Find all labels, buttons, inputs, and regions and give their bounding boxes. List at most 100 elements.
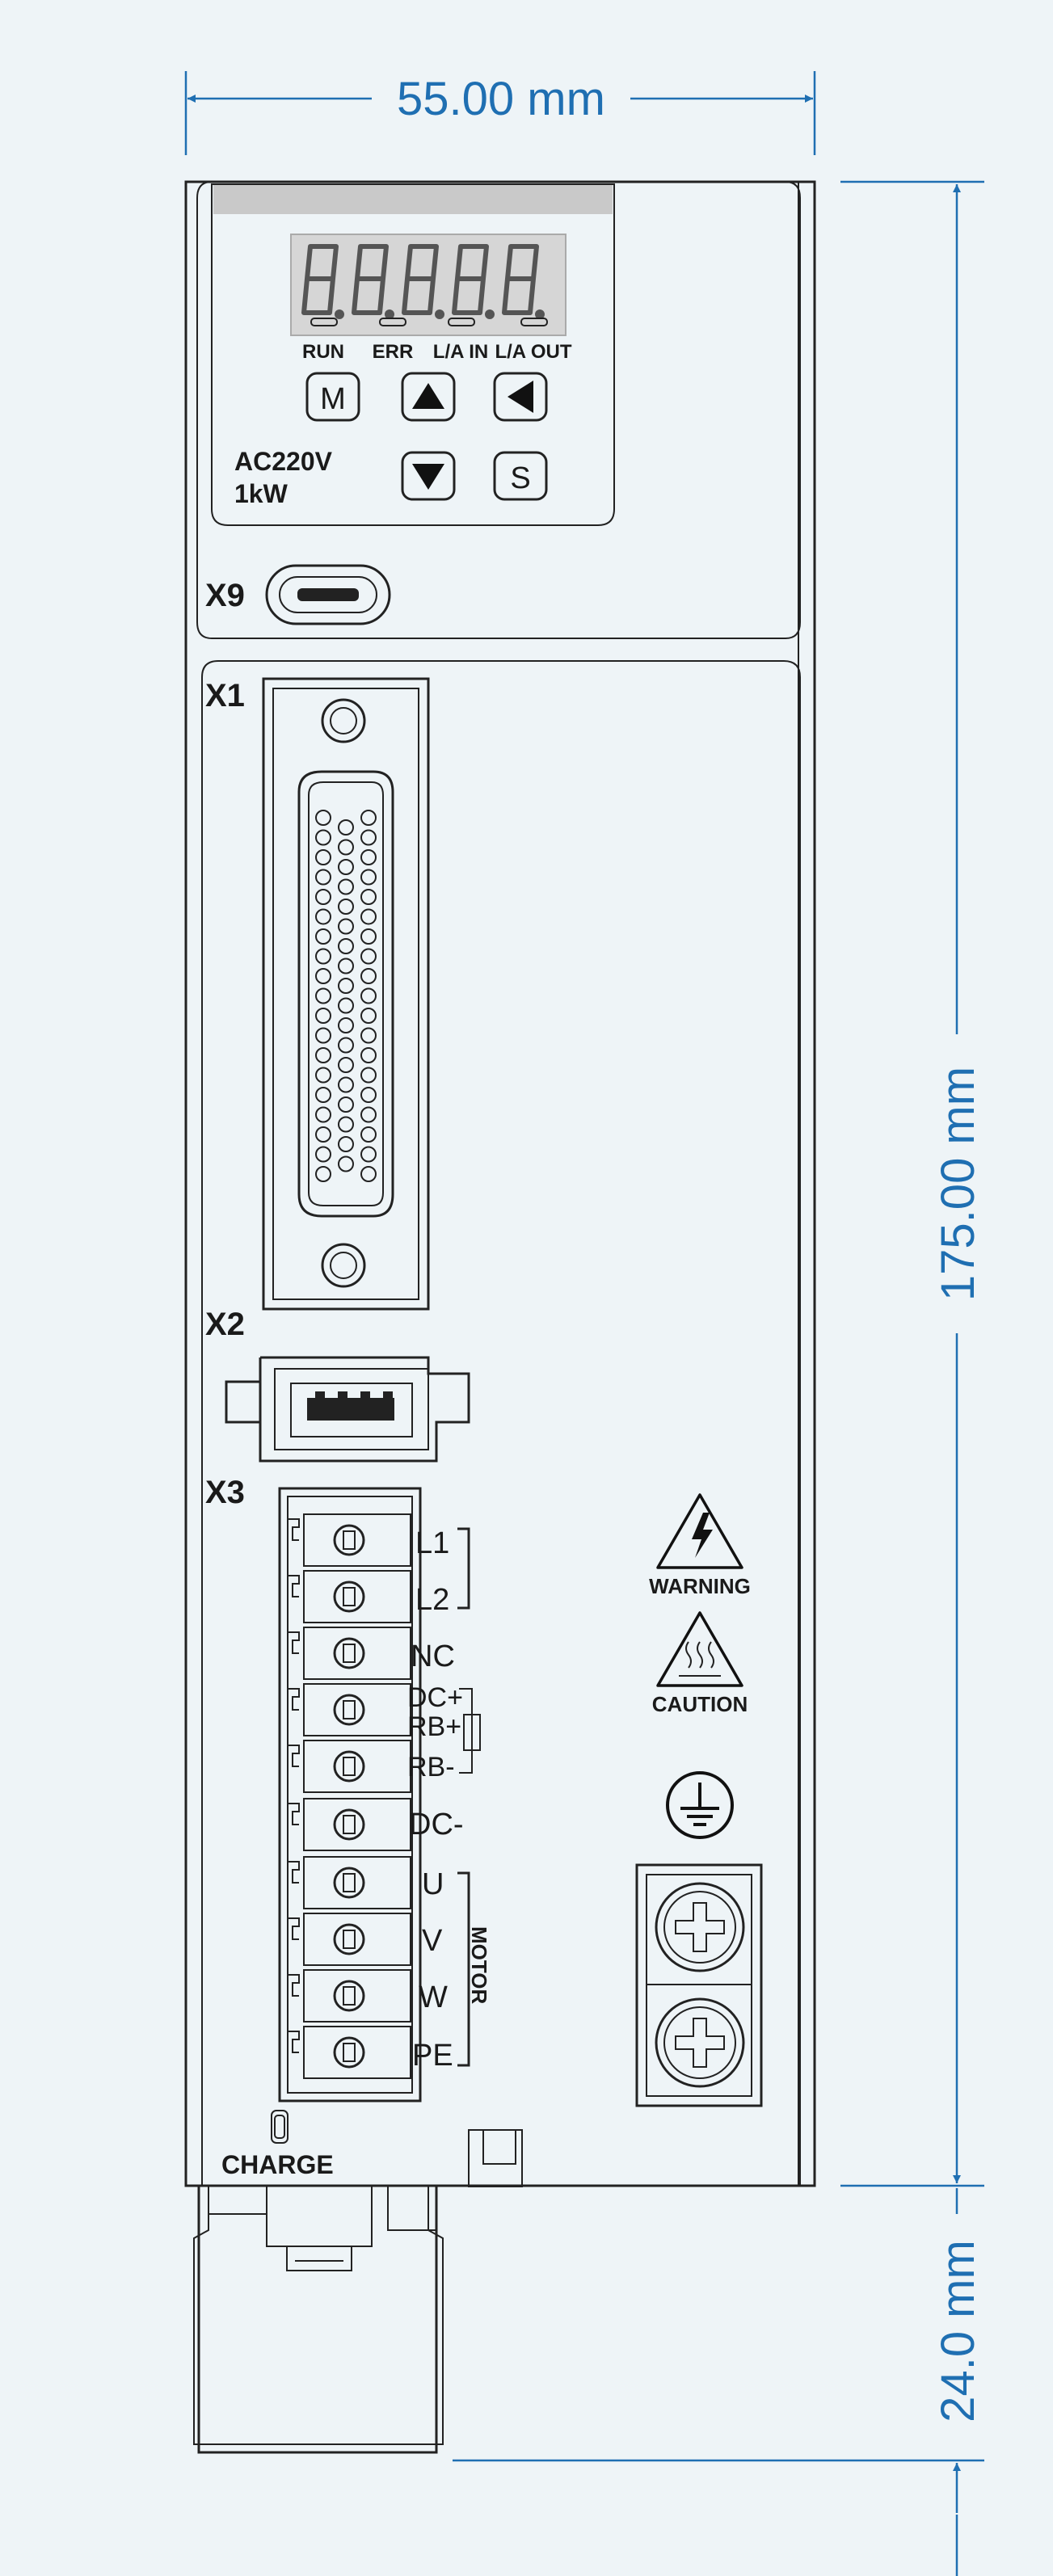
- led-digits: [301, 244, 545, 319]
- x1-pin: [360, 869, 377, 886]
- lower-panel: [201, 660, 801, 2187]
- terminal-latch: [288, 1861, 300, 1884]
- x1-pin: [315, 1166, 331, 1182]
- x1-pin: [360, 1106, 377, 1123]
- terminal-label-u: U: [422, 1867, 444, 1901]
- warning-label: WARNING: [649, 1574, 751, 1598]
- x1-pin: [360, 908, 377, 925]
- x1-pin: [338, 958, 354, 974]
- height-dimension: 175.00 mm: [840, 180, 984, 2187]
- x1-pin: [338, 1155, 354, 1172]
- x1-pin: [315, 1126, 331, 1143]
- x1-pin: [360, 829, 377, 846]
- caution-label: CAUTION: [652, 1692, 748, 1716]
- usb-c-port[interactable]: [265, 564, 391, 625]
- x1-pin: [360, 1087, 377, 1103]
- x1-pin: [360, 1067, 377, 1084]
- x1-pin: [315, 968, 331, 984]
- x1-pin: [315, 928, 331, 945]
- x1-pin-grid: [315, 810, 377, 1182]
- terminal-cell: [303, 1627, 411, 1680]
- x1-pin: [360, 1126, 377, 1143]
- brake-resistor-icon: [463, 1714, 481, 1751]
- x1-pin: [360, 968, 377, 984]
- x1-pin: [360, 1166, 377, 1182]
- left-key[interactable]: [493, 372, 548, 422]
- bottom-clip: [468, 2129, 523, 2187]
- x1-pin: [338, 918, 354, 935]
- mode-key-label: M: [320, 382, 346, 416]
- x1-pin: [338, 1096, 354, 1113]
- terminal-label-rbminus: RB-: [407, 1752, 455, 1783]
- x1-pin: [360, 1008, 377, 1024]
- x1-pin: [338, 938, 354, 954]
- terminal-screws: [288, 1513, 411, 2079]
- terminal-cell: [303, 1969, 411, 2022]
- x1-pin: [315, 1027, 331, 1044]
- power-plug-extension: [193, 2186, 444, 2454]
- terminal-screw-slot: [343, 2043, 356, 2062]
- terminal-screw-icon: [333, 1808, 365, 1841]
- terminal-screw-slot: [343, 1757, 356, 1776]
- down-key[interactable]: [401, 451, 456, 501]
- width-dimension: 55.00 mm: [184, 71, 816, 155]
- terminal-cell: [303, 1798, 411, 1851]
- terminal-screw-icon: [333, 1750, 365, 1783]
- terminal-screw-slot: [343, 1530, 356, 1550]
- terminal-screw-slot: [343, 1700, 356, 1719]
- charge-led: [271, 2110, 289, 2144]
- terminal-label-dcplus: DC+: [407, 1682, 463, 1713]
- width-dimension-label: 55.00 mm: [397, 73, 605, 125]
- terminal-label-v: V: [422, 1924, 443, 1958]
- x1-pin: [315, 1087, 331, 1103]
- x1-pin: [315, 889, 331, 905]
- x1-pin: [315, 1008, 331, 1024]
- terminal-label-nc: NC: [411, 1639, 455, 1673]
- x1-pin: [315, 948, 331, 965]
- rating-power: 1kW: [234, 479, 289, 508]
- ground-terminal-block[interactable]: [635, 1863, 763, 2107]
- terminal-label-w: W: [419, 1980, 448, 2014]
- x9-label: X9: [205, 578, 245, 613]
- x1-io-connector[interactable]: [262, 677, 430, 1311]
- x1-pin: [360, 889, 377, 905]
- x1-pin: [338, 819, 354, 836]
- terminal-screw-slot: [343, 1815, 356, 1834]
- led-label-run: RUN: [302, 341, 344, 363]
- terminal-latch: [288, 1974, 300, 1997]
- x1-pin: [315, 1146, 331, 1163]
- x1-pin: [315, 1047, 331, 1063]
- terminal-screw-icon: [333, 1581, 365, 1613]
- terminal-screw-icon: [333, 1923, 365, 1955]
- mode-key[interactable]: M: [305, 372, 360, 422]
- terminal-label-dcminus: DC-: [409, 1808, 464, 1842]
- terminal-screw-icon: [333, 1694, 365, 1726]
- terminal-label-l1: L1: [415, 1526, 449, 1560]
- terminal-label-l2: L2: [415, 1583, 449, 1617]
- terminal-cell: [303, 1740, 411, 1793]
- x1-pin: [315, 908, 331, 925]
- terminal-latch: [288, 1917, 300, 1940]
- x1-pin: [360, 928, 377, 945]
- set-key[interactable]: S: [493, 451, 548, 501]
- terminal-brackets: [457, 1527, 481, 2067]
- up-key[interactable]: [401, 372, 456, 422]
- extension-dimension: 24.0 mm: [453, 2188, 984, 2576]
- terminal-screw-icon: [333, 2036, 365, 2069]
- left-arrow-icon: [508, 381, 533, 413]
- x1-pin: [338, 1076, 354, 1093]
- status-leds: [310, 318, 548, 326]
- x1-pin: [338, 1136, 354, 1152]
- x3-power-terminal-block: [278, 1487, 422, 2102]
- up-arrow-icon: [412, 383, 444, 409]
- terminal-screw-slot: [343, 1644, 356, 1663]
- terminal-screw-icon: [333, 1524, 365, 1556]
- x1-pin: [338, 1017, 354, 1033]
- terminal-latch: [288, 1745, 300, 1767]
- terminal-cell: [303, 2026, 411, 2079]
- x1-pin: [315, 1067, 331, 1084]
- led-label-la-in: L/A IN: [433, 341, 488, 363]
- x1-pin: [315, 849, 331, 865]
- x2-ethernet-connector[interactable]: [225, 1356, 470, 1463]
